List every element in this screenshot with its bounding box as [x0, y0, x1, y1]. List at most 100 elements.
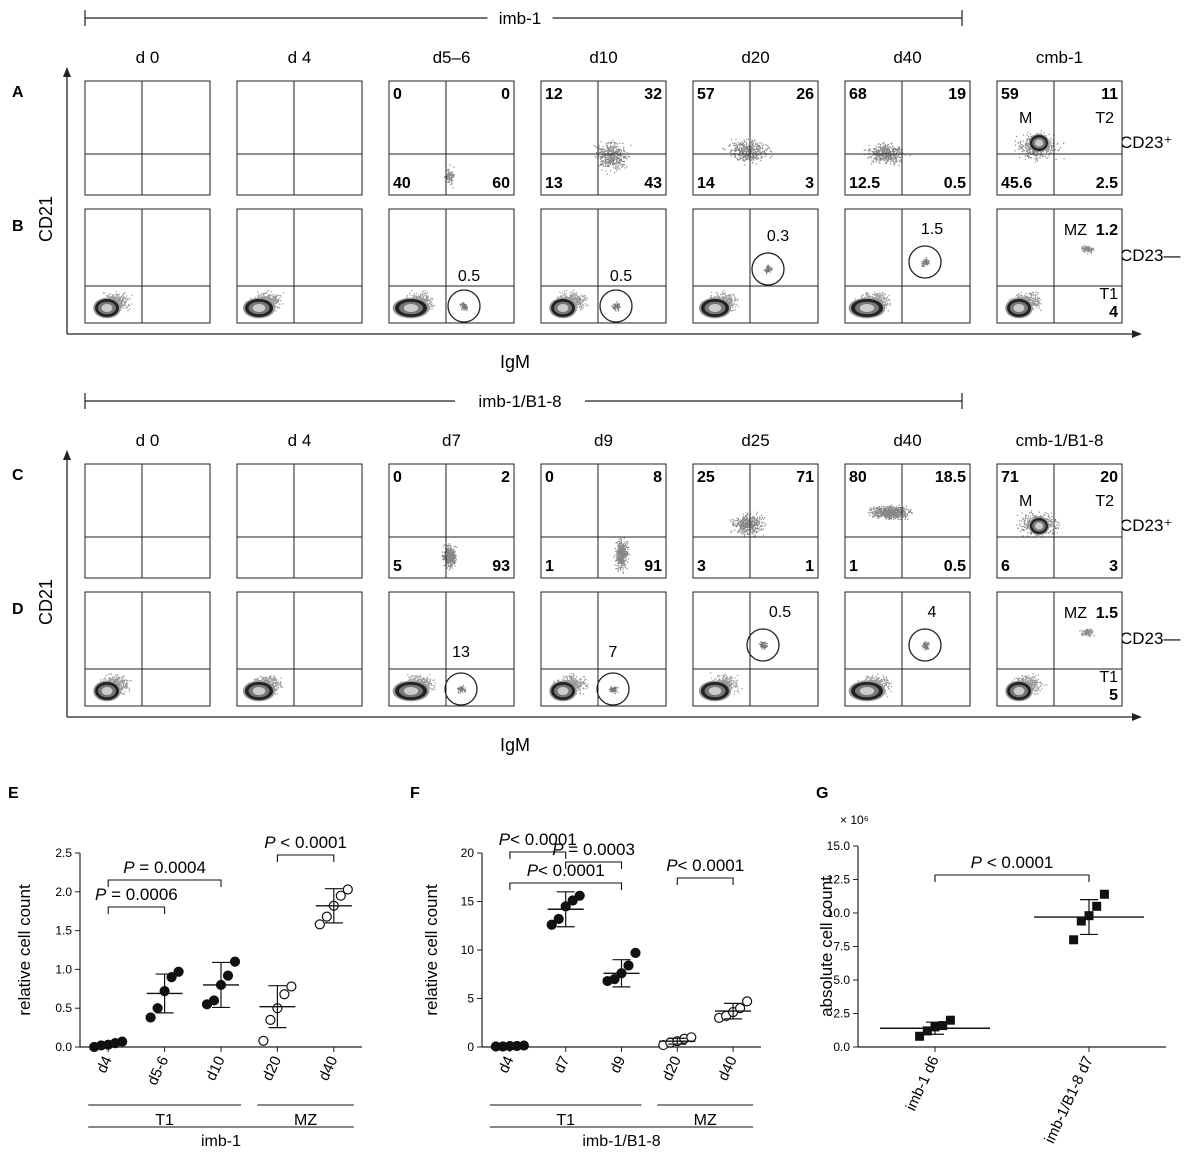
event-dot: [415, 295, 417, 297]
event-dot: [600, 156, 602, 158]
event-dot: [743, 144, 745, 146]
event-dot: [618, 157, 620, 159]
event-dot: [575, 293, 577, 295]
event-dot: [619, 149, 622, 151]
event-dot: [765, 269, 767, 271]
event-dot: [926, 260, 928, 262]
event-dot: [1029, 133, 1032, 135]
event-dot: [753, 148, 755, 150]
event-dot: [752, 162, 754, 164]
quadrant-value-ur: 26: [796, 86, 814, 103]
event-dot: [113, 297, 115, 300]
event-dot: [605, 170, 607, 172]
event-dot: [466, 306, 468, 309]
event-dot: [745, 145, 747, 147]
event-dot: [605, 150, 607, 152]
event-dot: [759, 151, 762, 153]
event-dot: [743, 160, 745, 162]
event-dot: [742, 145, 745, 147]
event-dot: [884, 304, 886, 306]
event-dot: [871, 160, 873, 162]
event-dot: [615, 152, 617, 154]
event-dot: [1032, 294, 1034, 296]
event-dot: [921, 260, 923, 262]
event-dot: [1034, 154, 1036, 156]
event-dot: [728, 296, 730, 298]
event-dot: [879, 150, 881, 153]
event-dot: [453, 175, 455, 177]
event-dot: [617, 307, 619, 309]
event-dot: [758, 147, 760, 149]
event-dot: [854, 298, 856, 300]
event-dot: [571, 296, 573, 298]
event-dot: [602, 151, 604, 153]
event-dot: [616, 304, 618, 306]
event-dot: [1028, 298, 1030, 300]
event-dot: [419, 298, 421, 300]
event-dot: [609, 146, 611, 149]
event-dot: [613, 167, 615, 169]
event-dot: [114, 297, 116, 300]
event-dot: [751, 140, 753, 143]
event-dot: [429, 307, 431, 309]
event-dot: [609, 149, 611, 151]
event-dot: [444, 557, 446, 559]
event-dot: [882, 147, 884, 149]
event-dot: [880, 158, 882, 160]
event-dot: [575, 302, 577, 304]
event-dot: [1034, 297, 1036, 299]
event-dot: [1050, 145, 1052, 147]
event-dot: [274, 300, 276, 303]
event-dot: [742, 152, 744, 154]
event-dot: [578, 301, 580, 303]
event-dot: [758, 150, 760, 152]
event-dot: [874, 150, 876, 152]
event-dot: [744, 146, 746, 148]
event-dot: [735, 149, 737, 151]
event-dot: [111, 295, 114, 297]
event-dot: [1042, 155, 1044, 157]
event-dot: [1025, 296, 1027, 298]
event-dot: [889, 155, 891, 157]
event-dot: [602, 155, 604, 157]
event-dot: [761, 156, 763, 158]
event-dot: [276, 302, 278, 304]
event-dot: [754, 157, 757, 159]
event-dot: [876, 293, 878, 295]
event-dot: [745, 146, 747, 148]
event-dot: [618, 310, 620, 312]
event-dot: [766, 266, 768, 268]
event-dot: [618, 303, 620, 305]
event-dot: [609, 148, 611, 150]
event-dot: [579, 303, 582, 305]
event-dot: [726, 299, 728, 301]
event-dot: [603, 154, 606, 156]
event-dot: [765, 148, 767, 150]
event-dot: [718, 296, 720, 298]
quadrant-value-ul: 68: [849, 86, 867, 103]
event-dot: [1089, 249, 1091, 251]
event-dot: [752, 140, 754, 142]
event-dot: [744, 148, 747, 150]
event-dot: [279, 295, 281, 297]
event-dot: [888, 299, 890, 301]
event-dot: [275, 299, 277, 301]
event-dot: [722, 296, 724, 298]
event-dot: [442, 545, 445, 547]
event-dot: [625, 157, 627, 159]
event-dot: [609, 150, 611, 152]
event-dot: [744, 156, 746, 158]
event-dot: [1033, 303, 1035, 305]
event-dot: [1022, 296, 1024, 298]
event-dot: [572, 298, 575, 300]
event-dot: [616, 303, 619, 305]
event-dot: [616, 156, 618, 158]
event-dot: [764, 269, 767, 271]
event-dot: [1057, 150, 1059, 152]
event-dot: [618, 165, 620, 167]
event-dot: [1028, 299, 1030, 301]
event-dot: [1045, 135, 1047, 137]
event-dot: [443, 564, 445, 567]
event-dot: [615, 166, 617, 168]
event-dot: [610, 154, 612, 156]
